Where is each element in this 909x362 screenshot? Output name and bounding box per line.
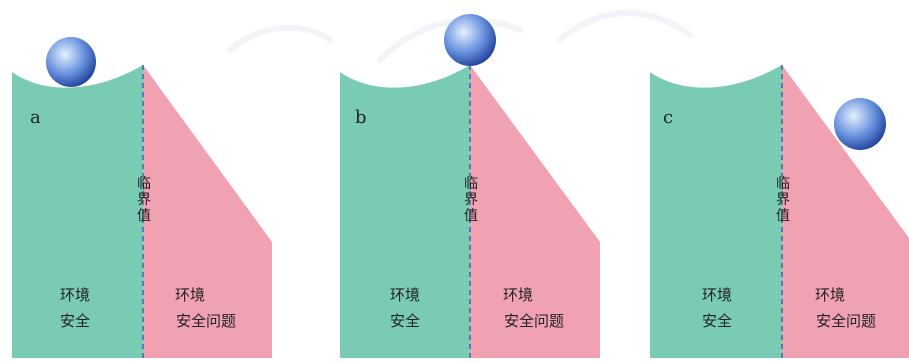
background-watermark <box>227 10 693 63</box>
panel-c: c 临 界 值 环境 安全 环境 安全问题 <box>650 65 909 358</box>
safe-zone <box>340 65 470 358</box>
problem-zone <box>470 65 600 358</box>
problem-label-line-1: 环境 <box>175 286 205 304</box>
safe-label-line-1: 环境 <box>60 286 90 304</box>
safe-zone <box>12 65 143 358</box>
ball <box>46 37 96 87</box>
ball <box>444 14 496 66</box>
problem-label-line-1: 环境 <box>815 286 845 304</box>
problem-zone <box>782 65 909 358</box>
safe-label-line-1: 环境 <box>390 286 420 304</box>
problem-label-line-2: 安全问题 <box>504 312 564 330</box>
problem-label-line-2: 安全问题 <box>816 312 876 330</box>
panel-label: a <box>30 107 41 128</box>
threshold-label-char-3: 值 <box>137 208 151 224</box>
threshold-label-char-2: 界 <box>137 192 151 208</box>
threshold-label-char-1: 临 <box>137 176 151 192</box>
threshold-label-char-3: 值 <box>776 208 790 224</box>
threshold-label-char-2: 界 <box>464 192 478 208</box>
threshold-label-char-1: 临 <box>776 176 790 192</box>
safe-label-line-2: 安全 <box>702 312 732 330</box>
safe-label-line-2: 安全 <box>60 312 90 330</box>
ball <box>834 98 886 150</box>
problem-zone <box>143 65 272 358</box>
threshold-label-char-3: 值 <box>464 208 478 224</box>
safe-zone <box>650 65 782 358</box>
panel-label: b <box>355 107 367 128</box>
panel-label: c <box>663 107 673 128</box>
threshold-label-char-1: 临 <box>464 176 478 192</box>
panel-b: b 临 界 值 环境 安全 环境 安全问题 <box>340 14 600 358</box>
safe-label-line-1: 环境 <box>702 286 732 304</box>
panel-a: a 临 界 值 环境 安全 环境 安全问题 <box>12 37 272 358</box>
problem-label-line-2: 安全问题 <box>176 312 236 330</box>
problem-label-line-1: 环境 <box>503 286 533 304</box>
safe-label-line-2: 安全 <box>390 312 420 330</box>
threshold-label-char-2: 界 <box>776 192 790 208</box>
